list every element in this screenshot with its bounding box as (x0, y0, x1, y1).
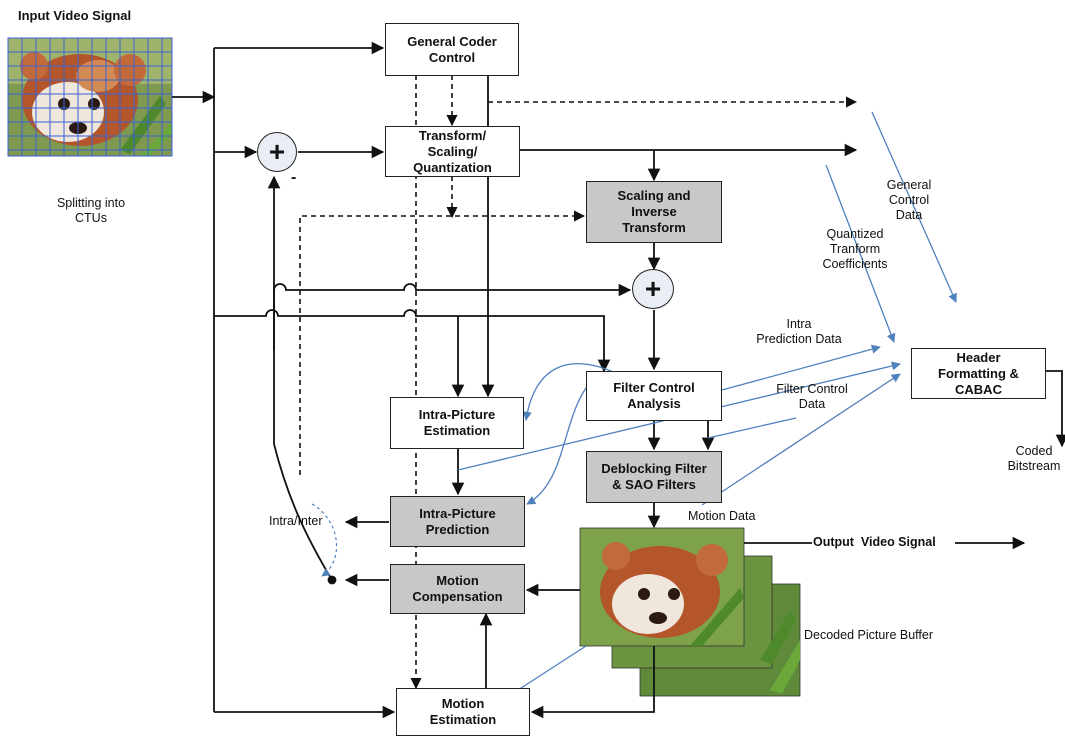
input-video-signal-title: Input Video Signal (18, 8, 132, 23)
general-control-data-label: General Control Data (886, 178, 932, 222)
filter-control-data-label: Filter Control Data (776, 382, 848, 411)
motion-estimation-block: Motion Estimation (396, 688, 530, 736)
motion-compensation-block: Motion Compensation (390, 564, 525, 614)
splitting-caption: Splitting into CTUs (56, 196, 126, 225)
residual-adder: + (257, 132, 297, 172)
decoded-picture-buffer-stack (579, 527, 801, 697)
coded-bitstream-label: Coded Bitstream (1007, 444, 1061, 473)
minus-sign: - (291, 169, 297, 186)
intra-picture-estimation-block: Intra-Picture Estimation (390, 397, 524, 449)
filter-control-analysis-block: Filter Control Analysis (586, 371, 722, 421)
output-video-signal-label: Output Video Signal (813, 535, 936, 549)
header-formatting-cabac-block: Header Formatting & CABAC (911, 348, 1046, 399)
deblocking-sao-filters-block: Deblocking Filter & SAO Filters (586, 451, 722, 503)
transform-scaling-quantization-block: Transform/ Scaling/ Quantization (385, 126, 520, 177)
intra-prediction-data-label: Intra Prediction Data (756, 317, 842, 346)
general-coder-control-block: General Coder Control (385, 23, 519, 76)
scaling-inverse-transform-block: Scaling and Inverse Transform (586, 181, 722, 243)
intra-inter-label: Intra/Inter (269, 514, 323, 528)
reconstruction-adder: + (632, 269, 674, 309)
control-lines (299, 75, 858, 690)
intra-picture-prediction-block: Intra-Picture Prediction (390, 496, 525, 547)
quantized-transform-coefficients-label: Quantized Tranform Coefficients (822, 227, 888, 271)
input-picture (7, 37, 173, 157)
motion-data-label: Motion Data (688, 509, 756, 523)
decoded-picture-buffer-label: Decoded Picture Buffer (804, 628, 934, 642)
